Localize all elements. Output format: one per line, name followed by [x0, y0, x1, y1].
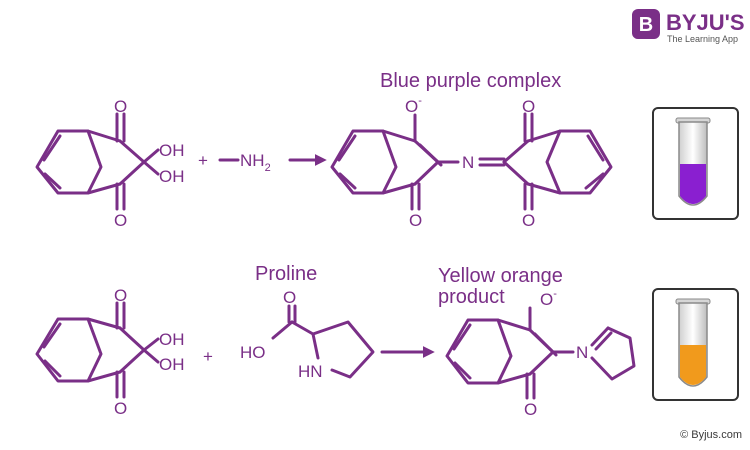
- proline-label: Proline: [255, 263, 317, 285]
- reaction-1: O O OH OH + NH2 Blue purple complex: [35, 70, 739, 230]
- oxide-anion-1: O-: [405, 95, 422, 116]
- hydroxyl-top: OH: [159, 141, 185, 160]
- test-tube-purple: [652, 107, 739, 220]
- oxygen-lower-2: O: [524, 400, 537, 419]
- oxide-letter-2: O: [540, 290, 553, 309]
- oxygen-top-2: O: [114, 286, 127, 305]
- tube-liquid-orange: [680, 345, 706, 385]
- tube-liquid-purple: [680, 164, 706, 204]
- amine-subscript: 2: [265, 162, 271, 174]
- brand-badge-letter: B: [639, 14, 653, 36]
- oxygen-lower-1: O: [409, 211, 422, 230]
- hydroxyl-top-2: OH: [159, 330, 185, 349]
- proline-nh: HN: [298, 362, 323, 381]
- brand-logo[interactable]: B BYJU'S The Learning App: [632, 9, 745, 44]
- product-label-yellow-line2: product: [438, 286, 505, 308]
- copyright: © Byjus.com: [680, 429, 742, 441]
- oxide-letter: O: [405, 97, 418, 116]
- product-label-yellow-line1: Yellow orange: [438, 265, 563, 287]
- amine-reagent: NH2: [218, 151, 271, 174]
- yellow-orange-product-molecule: O- O N: [445, 288, 636, 419]
- oxygen-top: O: [114, 97, 127, 116]
- brand-badge: [632, 9, 660, 39]
- oxygen-bottom-2: O: [114, 399, 127, 418]
- test-tube-orange: [652, 288, 739, 401]
- oxygen-bottom: O: [114, 211, 127, 230]
- brand-name: BYJU'S: [666, 10, 745, 35]
- oxygen-right-bottom: O: [522, 211, 535, 230]
- blue-purple-complex-molecule: O- O N O O: [330, 95, 613, 230]
- oxygen-right-top: O: [522, 97, 535, 116]
- ninhydrin-molecule-2: O O OH OH: [35, 286, 185, 418]
- charge-1: -: [418, 95, 422, 107]
- proline-carbonyl-oxygen: O: [283, 288, 296, 307]
- proline-hydroxyl: HO: [240, 343, 266, 362]
- proline-molecule: O HO HN: [240, 288, 375, 381]
- imine-nitrogen-1: N: [462, 153, 474, 172]
- hydroxyl-bottom-2: OH: [159, 355, 185, 374]
- amine-nh: NH: [240, 151, 265, 170]
- charge-2: -: [553, 288, 557, 300]
- ninhydrin-molecule-1: O O OH OH: [35, 97, 185, 230]
- plus-sign-1: +: [198, 151, 208, 170]
- product-label-blue-purple: Blue purple complex: [380, 70, 561, 92]
- hydroxyl-bottom: OH: [159, 167, 185, 186]
- pyrroline-nitrogen: N: [576, 343, 588, 362]
- plus-sign-2: +: [203, 347, 213, 366]
- reaction-2: O O OH OH + Proline O HO HN Yellow orang…: [35, 263, 739, 419]
- oxide-anion-2: O-: [540, 288, 557, 309]
- amine-group: NH2: [240, 151, 271, 174]
- brand-tagline: The Learning App: [667, 34, 738, 44]
